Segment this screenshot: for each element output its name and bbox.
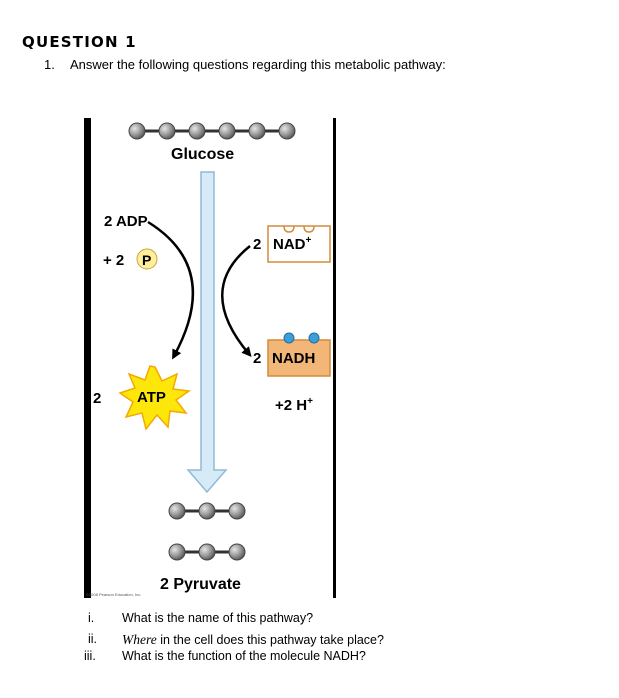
pyruvate-label: 2 Pyruvate xyxy=(160,576,241,593)
question-number: 1. xyxy=(44,57,55,72)
right-membrane-bar xyxy=(333,118,336,598)
carbon-ball xyxy=(128,122,146,140)
atp-count: 2 xyxy=(93,390,101,407)
carbon-ball xyxy=(228,502,246,520)
question-heading: QUESTION 1 xyxy=(22,33,137,51)
copyright-note: ©2008 Pearson Education, Inc. xyxy=(86,592,141,597)
nad-superscript: + xyxy=(306,235,312,246)
pathway-arrow xyxy=(186,171,228,494)
carbon-ball xyxy=(278,122,296,140)
carbon-ball xyxy=(168,502,186,520)
carbon-ball xyxy=(248,122,266,140)
question-prompt-line: 1. Answer the following questions regardi… xyxy=(44,57,446,72)
carbon-ball xyxy=(228,543,246,561)
nad-label: NAD+ xyxy=(273,235,312,253)
nadh-box xyxy=(267,339,331,377)
subquestion-numeral: ii. xyxy=(88,632,98,646)
phosphate-label: P xyxy=(142,252,151,268)
atp-star-icon xyxy=(118,365,192,431)
nad-to-nadh-arrow xyxy=(221,245,252,358)
hydrogen-superscript: + xyxy=(307,396,313,407)
subquestion-text: What is the name of this pathway? xyxy=(122,611,314,625)
subquestion-text: What is the function of the molecule NAD… xyxy=(122,649,366,663)
question-prompt: Answer the following questions regarding… xyxy=(70,57,446,72)
nad-count: 2 xyxy=(253,236,261,253)
hydrogen-label: +2 H+ xyxy=(275,396,313,414)
glucose-label: Glucose xyxy=(171,146,234,163)
subquestion-numeral: iii. xyxy=(84,649,96,663)
plus-two-label: + 2 xyxy=(103,252,124,269)
carbon-ball xyxy=(188,122,206,140)
nadh-label: NADH xyxy=(272,350,315,367)
nad-box xyxy=(267,225,331,263)
subquestion-emphasis: Where xyxy=(122,632,157,647)
pyruvate-molecule xyxy=(168,543,246,561)
subquestion-numeral: i. xyxy=(88,611,95,625)
carbon-ball xyxy=(158,122,176,140)
subquestion-text: Where in the cell does this pathway take… xyxy=(122,632,384,647)
atp-label: ATP xyxy=(137,389,166,406)
nadh-count: 2 xyxy=(253,350,261,367)
nad-notch xyxy=(283,225,315,233)
carbon-ball xyxy=(198,502,216,520)
carbon-ball xyxy=(198,543,216,561)
glucose-molecule xyxy=(128,122,296,140)
pyruvate-molecule xyxy=(168,502,246,520)
carbon-ball xyxy=(168,543,186,561)
electron-icon xyxy=(283,332,295,344)
carbon-ball xyxy=(218,122,236,140)
adp-label: 2 ADP xyxy=(104,213,148,230)
electron-icon xyxy=(308,332,320,344)
left-membrane-bar xyxy=(84,118,91,598)
adp-to-atp-arrow xyxy=(147,220,194,360)
phosphate-circle xyxy=(136,248,158,270)
